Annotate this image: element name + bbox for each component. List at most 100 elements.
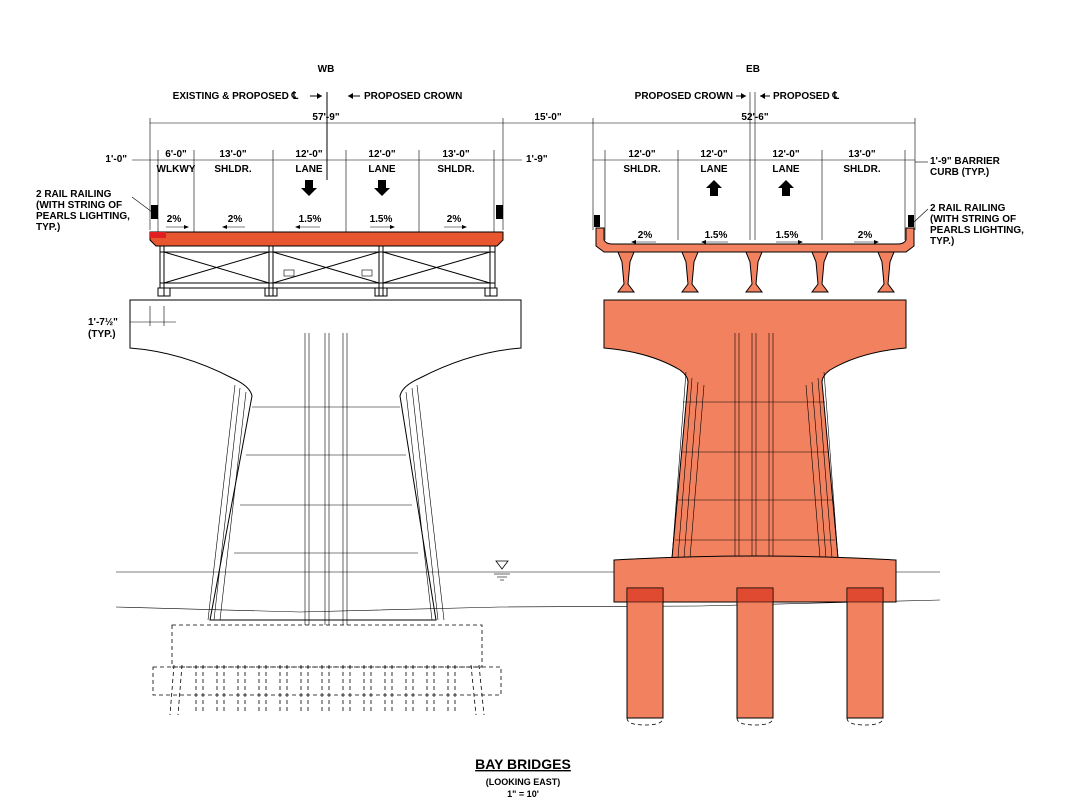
eb-railing-note-line: 2 RAIL RAILING (930, 203, 1006, 214)
girder (877, 251, 895, 293)
bearing (374, 287, 388, 297)
title-block: BAY BRIDGES (LOOKING EAST) 1" = 10' (475, 756, 571, 799)
drilled-shaft (736, 587, 774, 719)
column-taper-line (677, 377, 693, 559)
traffic-arrow-up-icon (706, 180, 722, 196)
eb-lane-width: 12'-0" (772, 149, 799, 160)
bearing (264, 287, 278, 297)
wb-piles (169, 664, 485, 716)
pile (279, 665, 288, 712)
column-taper-line (805, 384, 821, 559)
eb-lane-slope: 1.5% (776, 230, 799, 241)
wb-lane-slope: 1.5% (299, 214, 322, 225)
drawing-subtitle: (LOOKING EAST) (486, 777, 561, 787)
gusset-plate (361, 269, 373, 277)
column-taper-line (671, 371, 687, 559)
wb-lane-slope: 1.5% (370, 214, 393, 225)
eb-crown-arrowhead-left (741, 93, 746, 99)
drilled-shaft (846, 587, 884, 719)
eb-crown-left-label: PROPOSED CROWN (635, 91, 733, 102)
wb-railing-leader (131, 196, 153, 213)
slope-arrowhead (631, 240, 636, 244)
slope-arrowhead (798, 240, 803, 244)
railing-post-icon (594, 215, 600, 227)
wb-lane-width: 13'-0" (442, 149, 469, 160)
traffic-arrow-up-icon (778, 180, 794, 196)
gap-width: 15'-0" (534, 112, 561, 123)
pile (321, 665, 330, 712)
pile (216, 665, 225, 712)
eb-lane-width: 12'-0" (700, 149, 727, 160)
pile (342, 665, 351, 712)
slope-arrowhead (390, 225, 395, 229)
column-taper-line (411, 387, 439, 621)
wb-footing (171, 624, 483, 668)
wb-crown-arrowhead-right (348, 93, 353, 99)
eb-lane-width: 12'-0" (628, 149, 655, 160)
column-taper-line (811, 381, 827, 559)
eb-lane-slope: 2% (858, 230, 873, 241)
mudline (115, 599, 941, 613)
pile (363, 665, 372, 712)
column-taper-line (823, 371, 839, 559)
eb-drilled-shafts (626, 587, 884, 726)
eb-label: EB (746, 64, 760, 75)
wb-lane-slope: 2% (447, 214, 462, 225)
slope-arrowhead (701, 240, 706, 244)
wb-deck-slab (149, 231, 504, 247)
drawing-scale: 1" = 10' (507, 789, 539, 799)
gusset-plate (283, 269, 295, 277)
shaft-tip (736, 717, 774, 726)
girder (681, 251, 699, 293)
wb-railing-note-line: 2 RAIL RAILING (36, 189, 112, 200)
wb-lane-label: SHLDR. (437, 164, 474, 175)
column-taper-line (689, 384, 705, 559)
eb-deck-slab (595, 227, 915, 253)
shaft-tip (626, 717, 664, 726)
eb-lane-label: SHLDR. (623, 164, 660, 175)
slope-arrowhead (462, 225, 467, 229)
pile (405, 665, 414, 712)
slope-arrowhead (295, 225, 300, 229)
pile (169, 664, 183, 716)
wb-lane-width: 12'-0" (295, 149, 322, 160)
wb-lane-width: 13'-0" (219, 149, 246, 160)
eb-crown-right-label: PROPOSED ℄ (773, 91, 839, 102)
eb-lane-width: 13'-0" (848, 149, 875, 160)
cross-brace (272, 251, 380, 284)
eb-lane-label: LANE (772, 164, 800, 175)
wb-steel-truss (157, 245, 498, 297)
eb-lane-slope: 2% (638, 230, 653, 241)
column-taper-line (817, 377, 833, 559)
girder (745, 251, 763, 293)
eb-barrier-note-line: CURB (TYP.) (930, 167, 989, 178)
wb-overhang-typ: (TYP.) (88, 329, 116, 340)
wb-pile-cap (152, 666, 502, 696)
shaft-embed (626, 587, 664, 603)
slope-arrowhead (874, 240, 879, 244)
eb-pier (603, 299, 907, 559)
column-taper-line (416, 384, 445, 621)
eb-railing-leader (913, 208, 929, 223)
wb-lane-label: WLKWY (157, 164, 196, 175)
wb-railing-note-line: TYP.) (36, 222, 60, 233)
wb-lane-label: LANE (295, 164, 323, 175)
eb-footing (613, 555, 897, 603)
slope-arrowhead (184, 225, 189, 229)
shaft-tip (846, 717, 884, 726)
girder (617, 251, 635, 293)
column-taper-line (207, 384, 236, 621)
eb-lane-label: SHLDR. (843, 164, 880, 175)
column-taper-line (683, 381, 699, 559)
pile (426, 665, 435, 712)
wb-overall-width: 57'-9" (312, 112, 339, 123)
wb-railing-note-line: PEARLS LIGHTING, (36, 211, 130, 222)
wb-lane-label: LANE (368, 164, 396, 175)
bearing (157, 287, 171, 297)
wb-railing-note-line: (WITH STRING OF (36, 200, 122, 211)
wb-label: WB (318, 64, 335, 75)
eb-lane-slope: 1.5% (705, 230, 728, 241)
eb-bridge: EB PROPOSED CROWN PROPOSED ℄ 52'-6" 12'-… (592, 64, 1024, 726)
wb-lane-width: 12'-0" (368, 149, 395, 160)
